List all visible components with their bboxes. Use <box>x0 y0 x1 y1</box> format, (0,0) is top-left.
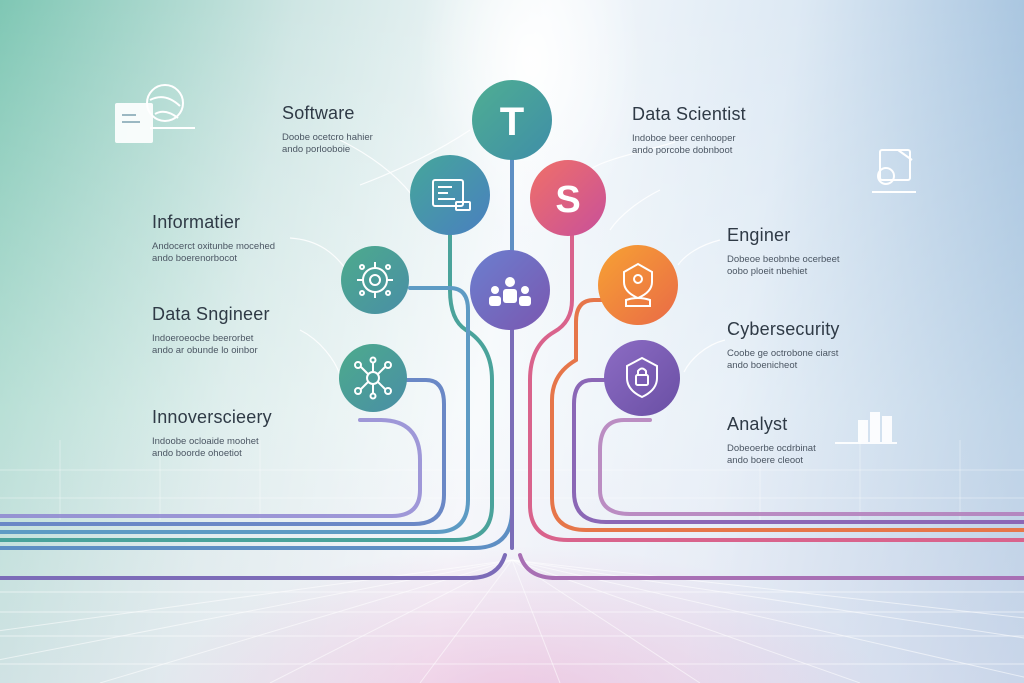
node-network[interactable] <box>339 344 407 412</box>
label-engineer-desc-line2: oobo ploeit nbehiet <box>727 266 808 277</box>
branch-base-left <box>0 553 507 580</box>
node-circuit[interactable] <box>341 246 409 314</box>
label-data-engineer-desc-line2: ando ar obunde lo oinbor <box>152 345 258 356</box>
branch-monitor <box>0 208 494 542</box>
label-cybersecurity-title: Cybersecurity <box>727 319 840 339</box>
label-data-scientist-desc-line1: Indoboe beer cenhooper <box>632 133 736 144</box>
node-second-letter: S <box>555 179 580 221</box>
document-globe-icon <box>115 84 195 143</box>
branch-orange <box>550 298 1024 532</box>
label-innoverscieery-desc-line1: Indoobe ocloaide moohet <box>152 436 259 447</box>
circuit-icon <box>357 262 393 298</box>
branch-pink <box>528 233 1024 542</box>
label-engineer-title: Enginer <box>727 225 791 245</box>
branch-circuit <box>0 286 470 534</box>
label-data-scientist: Data Scientist Indoboe beer cenhooper an… <box>632 104 746 157</box>
shield-user-icon <box>623 262 653 307</box>
label-informatier-title: Informatier <box>152 212 241 232</box>
label-engineer-desc-line1: Dobeoe beobnbe ocerbeet <box>727 254 840 265</box>
label-data-engineer-desc: Indoeroeocbe beerorbet ando ar obunde lo… <box>152 333 270 357</box>
node-team[interactable] <box>470 250 550 330</box>
floor-grid <box>0 559 1024 683</box>
label-analyst-desc-line1: Dobeoerbe ocdrbinat <box>727 443 816 454</box>
label-informatier-desc-line1: Andocerct oxitunbe mocehed <box>152 241 276 252</box>
label-cybersecurity-desc-line2: ando boenicheot <box>727 360 798 371</box>
label-data-scientist-desc-line2: ando porcobe dobnboot <box>632 145 733 156</box>
label-innoverscieery-desc-line2: ando boorde ohoetiot <box>152 448 242 459</box>
label-cybersecurity-desc-line1: Coobe ge octrobone ciarst <box>727 348 839 359</box>
label-innoverscieery-title: Innoverscieery <box>152 407 272 427</box>
node-shield-orange[interactable] <box>598 245 678 325</box>
label-engineer: Enginer Dobeoe beobnbe ocerbeet oobo plo… <box>727 225 840 278</box>
label-software-desc-line1: Doobe ocetcro hahier <box>282 132 373 143</box>
branch-outer-left <box>0 418 422 518</box>
label-analyst-desc-line2: ando boere cleoot <box>727 455 804 466</box>
label-data-engineer-title: Data Sngineer <box>152 304 270 324</box>
label-data-scientist-title: Data Scientist <box>632 104 746 124</box>
node-top-letter: T <box>500 100 524 144</box>
label-data-engineer-desc-line1: Indoeroeocbe beerorbet <box>152 333 254 344</box>
label-innoverscieery: Innoverscieery Indoobe ocloaide moohet a… <box>152 407 272 460</box>
branch-network <box>0 378 446 526</box>
label-data-scientist-desc: Indoboe beer cenhooper ando porcobe dobn… <box>632 133 746 157</box>
label-informatier: Informatier Andocerct oxitunbe mocehed a… <box>152 212 275 265</box>
label-analyst-title: Analyst <box>727 414 788 434</box>
team-icon <box>489 277 531 306</box>
label-innoverscieery-desc: Indoobe ocloaide moohet ando boorde ohoe… <box>152 436 272 460</box>
network-icon <box>354 356 392 400</box>
label-cybersecurity-desc: Coobe ge octrobone ciarst ando boenicheo… <box>727 348 840 372</box>
machine-icon <box>872 149 916 193</box>
label-software-title: Software <box>282 103 355 123</box>
bar-chart-icon <box>835 412 897 444</box>
branch-violet <box>572 378 1024 524</box>
monitor-icon <box>432 179 471 211</box>
label-software: Software Doobe ocetcro hahier ando porlo… <box>282 103 373 156</box>
node-lock-shield[interactable] <box>604 340 680 416</box>
connector-lines <box>289 129 726 376</box>
node-top[interactable]: T <box>472 80 552 160</box>
label-informatier-desc-line2: ando boerenorbocot <box>152 253 238 264</box>
node-second[interactable]: S <box>530 160 606 236</box>
shield-lock-icon <box>626 356 658 399</box>
branch-base-right <box>518 553 1024 580</box>
label-cybersecurity: Cybersecurity Coobe ge octrobone ciarst … <box>727 319 840 372</box>
branch-outer-right <box>598 418 1024 516</box>
label-analyst-desc: Dobeoerbe ocdrbinat ando boere cleoot <box>727 443 816 467</box>
label-informatier-desc: Andocerct oxitunbe mocehed ando boerenor… <box>152 241 275 265</box>
label-analyst: Analyst Dobeoerbe ocdrbinat ando boere c… <box>727 414 816 467</box>
label-software-desc: Doobe ocetcro hahier ando porlooboie <box>282 132 373 156</box>
branch-paths <box>0 148 1024 580</box>
label-software-desc-line2: ando porlooboie <box>282 144 351 155</box>
label-engineer-desc: Dobeoe beobnbe ocerbeet oobo ploeit nbeh… <box>727 254 840 278</box>
node-monitor[interactable] <box>410 155 490 235</box>
label-data-engineer: Data Sngineer Indoeroeocbe beerorbet and… <box>152 304 270 357</box>
